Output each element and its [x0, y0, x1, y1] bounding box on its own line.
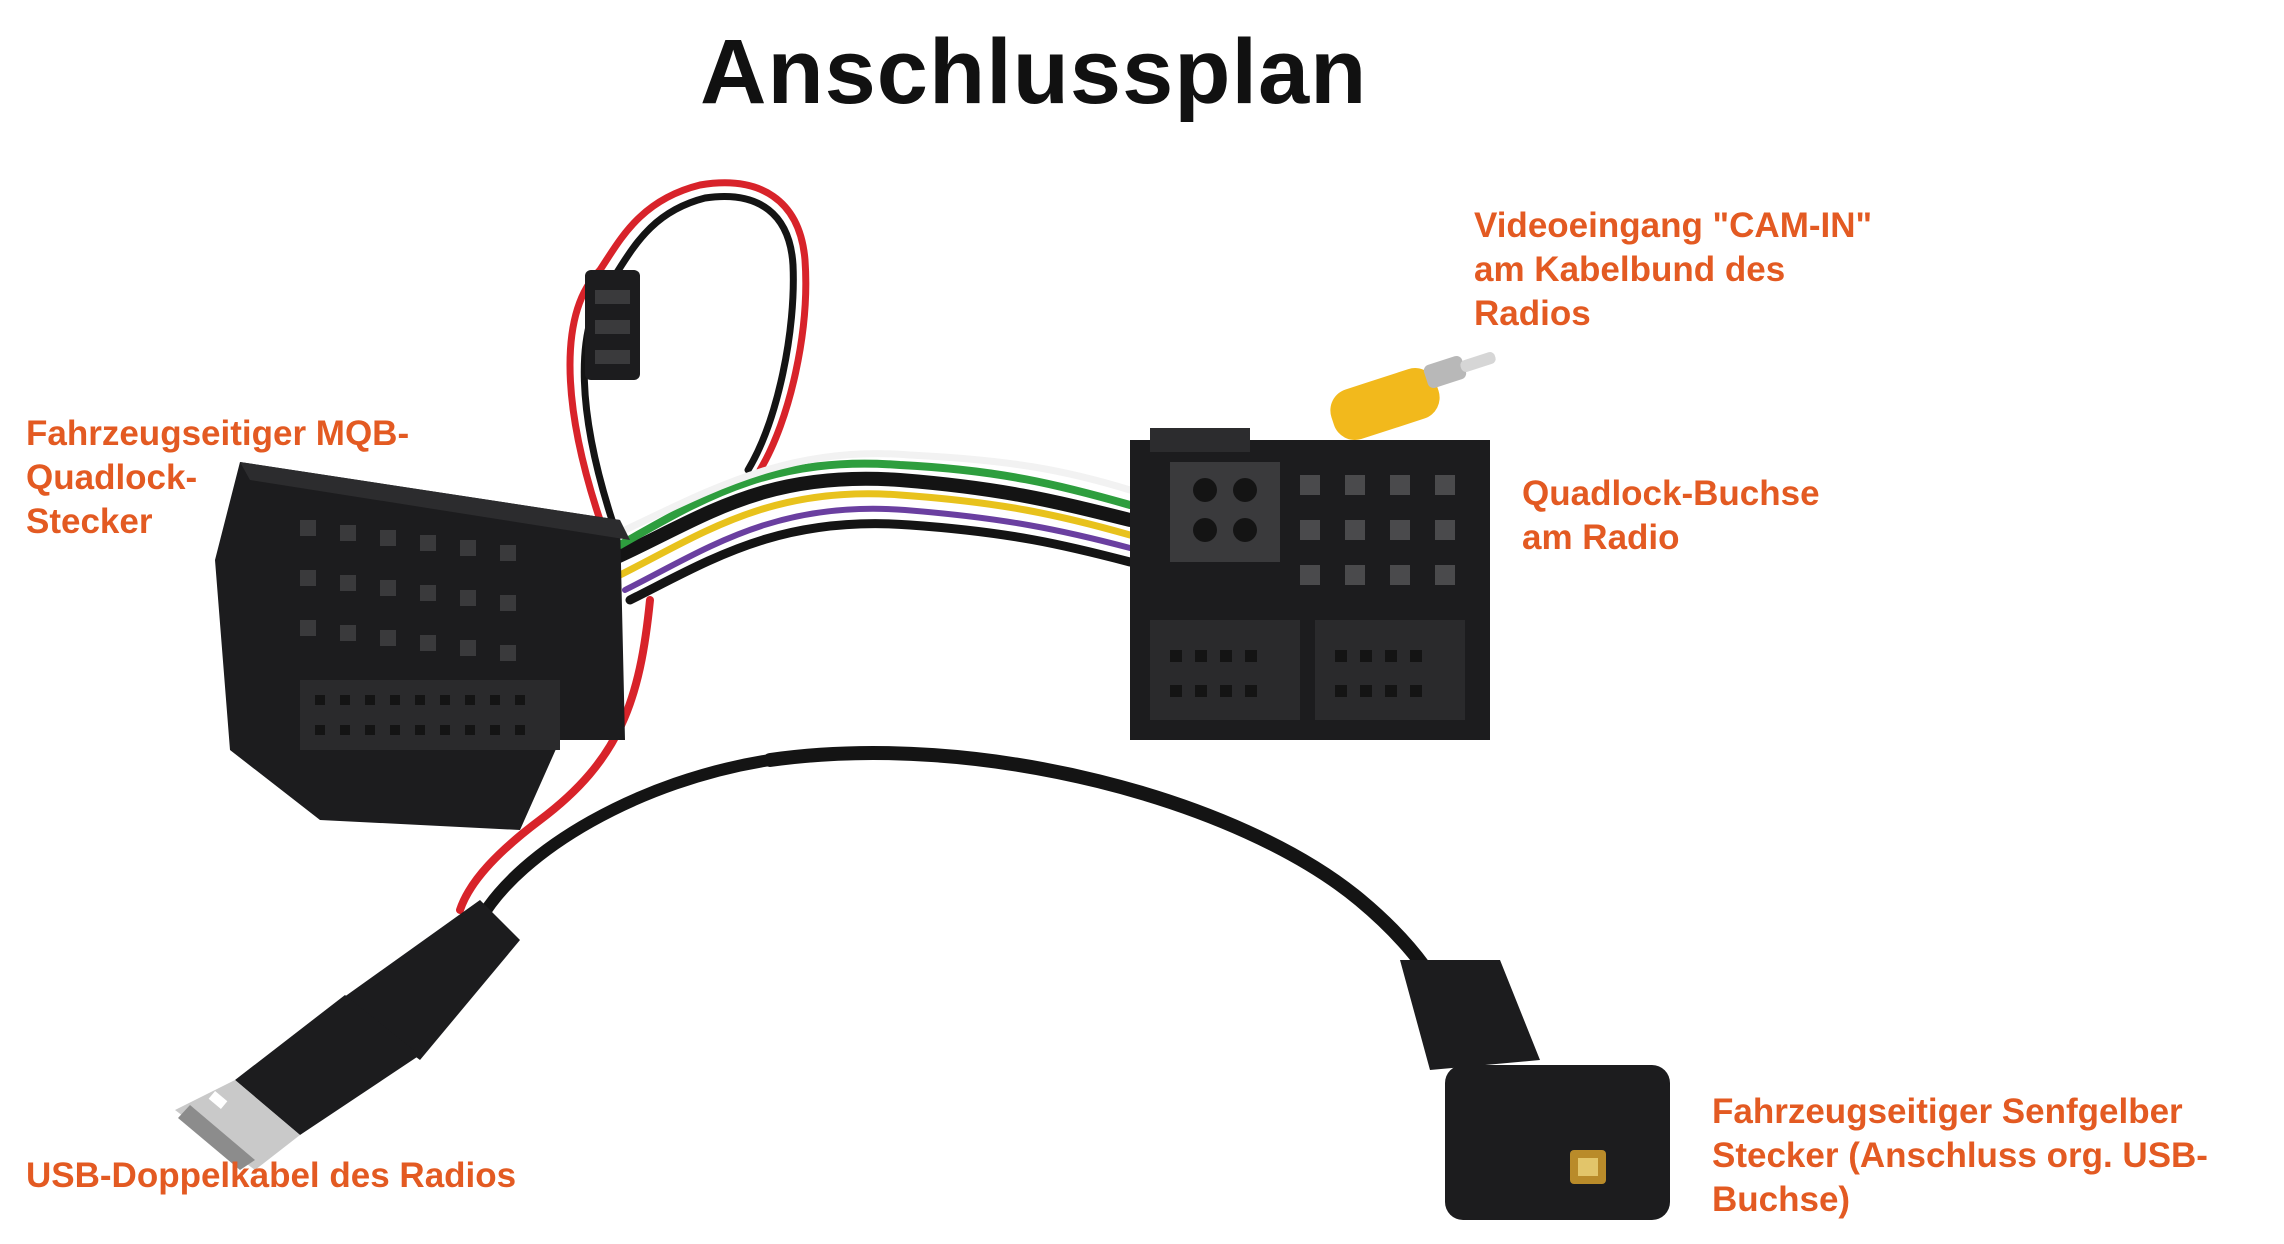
label-line: Quadlock- — [26, 458, 198, 497]
label-line: Stecker — [26, 502, 153, 541]
label-quadlock-socket: Quadlock-Buchse am Radio — [1522, 472, 1820, 560]
label-line: USB-Doppelkabel des Radios — [26, 1156, 517, 1195]
label-line: am Kabelbund des — [1474, 250, 1786, 289]
inline-loop-wires — [566, 179, 810, 524]
label-line: Fahrzeugseitiger Senfgelber — [1712, 1092, 2183, 1131]
label-line: Quadlock-Buchse — [1522, 474, 1820, 513]
label-line: Fahrzeugseitiger MQB- — [26, 414, 410, 453]
inline-connector-icon — [585, 270, 640, 380]
label-line: Buchse) — [1712, 1180, 1851, 1219]
label-usb-cable: USB-Doppelkabel des Radios — [26, 1154, 516, 1198]
label-line: Stecker (Anschluss org. USB- — [1712, 1136, 2208, 1175]
usb-a-plug-icon — [175, 900, 520, 1170]
rca-plug-icon — [1330, 352, 1496, 441]
label-line: Radios — [1474, 294, 1591, 333]
label-mqb-quadlock-plug: Fahrzeugseitiger MQB- Quadlock- Stecker — [26, 412, 409, 544]
senf-usb-plug-icon — [1400, 960, 1670, 1220]
page-title: Anschlussplan — [700, 21, 1368, 123]
label-line: Videoeingang "CAM-IN" — [1474, 206, 1873, 245]
usb-cable — [474, 745, 1457, 1017]
wire-bundle — [603, 450, 1137, 605]
label-senf-plug: Fahrzeugseitiger Senfgelber Stecker (Ans… — [1712, 1090, 2208, 1222]
red-power-wire — [456, 596, 654, 914]
label-line: am Radio — [1522, 518, 1680, 557]
quadlock-socket-icon — [1130, 428, 1490, 740]
label-video-input: Videoeingang "CAM-IN" am Kabelbund des R… — [1474, 204, 1872, 336]
mqb-quadlock-plug-icon — [215, 462, 630, 830]
